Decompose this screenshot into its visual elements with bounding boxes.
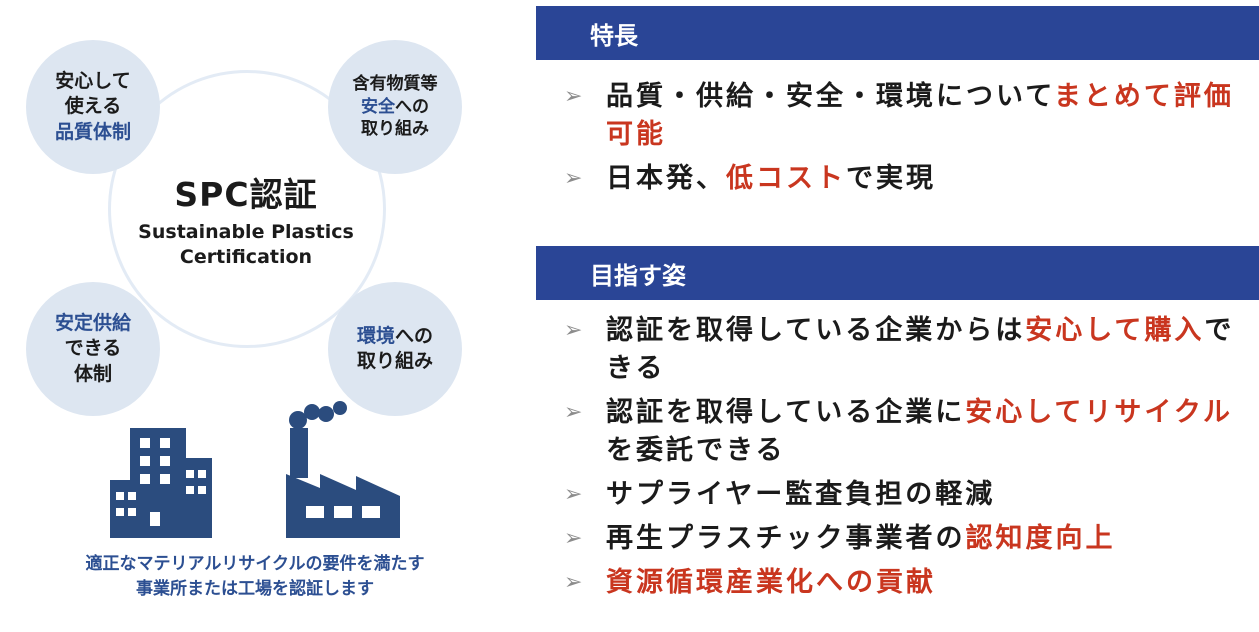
bubble-safety-highlight: 安全 bbox=[361, 96, 395, 117]
bubble-safety-line2: への bbox=[395, 96, 429, 117]
goal-highlight: 安心して購入 bbox=[1025, 315, 1205, 346]
feature-highlight: まとめて評価可能 bbox=[606, 81, 1234, 150]
spc-subtitle-line1: Sustainable Plastics bbox=[138, 221, 354, 243]
bullet-arrow-icon: ➢ bbox=[564, 570, 583, 595]
list-item: ➢ サプライヤー監査負担の軽減 bbox=[556, 476, 1246, 514]
bubble-quality-highlight: 品質体制 bbox=[54, 120, 131, 143]
bubble-supply-line1: 安定供給 bbox=[54, 312, 131, 335]
bullet-arrow-icon: ➢ bbox=[564, 318, 583, 343]
goal-highlight: 資源循環産業化への貢献 bbox=[606, 567, 936, 598]
goal-text: 認証を取得している企業からは bbox=[606, 315, 1026, 346]
list-item: ➢ 認証を取得している企業に安心してリサイクルを委託できる bbox=[556, 394, 1246, 470]
bullet-arrow-icon: ➢ bbox=[564, 400, 583, 425]
goals-list: ➢ 認証を取得している企業からは安心して購入できる ➢ 認証を取得している企業に… bbox=[556, 312, 1246, 608]
bullet-arrow-icon: ➢ bbox=[564, 526, 583, 551]
feature-highlight: 低コスト bbox=[726, 163, 846, 194]
connector-ring bbox=[108, 70, 386, 348]
bubble-environment: 環境への 取り組み bbox=[328, 282, 462, 416]
bullet-arrow-icon: ➢ bbox=[564, 166, 583, 191]
bubble-environment-line1: への bbox=[395, 324, 434, 347]
goal-text: 認証を取得している企業に bbox=[606, 397, 966, 428]
list-item: ➢ 資源循環産業化への貢献 bbox=[556, 564, 1246, 602]
diagram-caption: 適正なマテリアルリサイクルの要件を満たす 事業所または工場を認証します bbox=[0, 552, 510, 601]
bubble-supply: 安定供給 できる 体制 bbox=[26, 282, 160, 416]
list-item: ➢ 再生プラスチック事業者の認知度向上 bbox=[556, 520, 1246, 558]
goal-text: サプライヤー監査負担の軽減 bbox=[606, 479, 996, 510]
feature-text: 日本発、 bbox=[606, 163, 726, 194]
bubble-environment-highlight: 環境 bbox=[356, 324, 395, 347]
feature-text-after: で実現 bbox=[846, 163, 936, 194]
bubble-safety-line3: 取り組み bbox=[361, 119, 429, 140]
goal-text: 再生プラスチック事業者の bbox=[606, 523, 966, 554]
list-item: ➢ 日本発、低コストで実現 bbox=[556, 160, 1246, 198]
goal-highlight: 認知度向上 bbox=[965, 523, 1116, 554]
bubble-environment-line2: 取り組み bbox=[356, 350, 433, 372]
goal-text-after: を委託できる bbox=[606, 435, 786, 466]
caption-line2: 事業所または工場を認証します bbox=[136, 578, 374, 599]
caption-line1: 適正なマテリアルリサイクルの要件を満たす bbox=[85, 554, 425, 574]
bubble-safety: 含有物質等 安全への 取り組み bbox=[328, 40, 462, 174]
spc-diagram: 安心して 使える 品質体制 含有物質等 安全への 取り組み 安定供給 できる 体… bbox=[0, 0, 520, 632]
spc-subtitle-line2: Certification bbox=[179, 245, 313, 268]
bullet-arrow-icon: ➢ bbox=[564, 84, 583, 109]
bubble-supply-line3: 体制 bbox=[73, 362, 112, 385]
goal-text-after: できる bbox=[606, 315, 1235, 384]
spc-center-label: SPC認証 Sustainable Plastics Certification bbox=[96, 168, 396, 269]
bullet-arrow-icon: ➢ bbox=[564, 482, 583, 507]
bubble-quality-line2: 使える bbox=[64, 95, 122, 118]
bubble-safety-line1: 含有物質等 bbox=[352, 74, 438, 95]
list-item: ➢ 品質・供給・安全・環境についてまとめて評価可能 bbox=[556, 78, 1246, 154]
goals-heading: 目指す姿 bbox=[590, 261, 686, 290]
goals-heading-bar: 目指す姿 bbox=[536, 246, 1259, 300]
spc-title: SPC認証 bbox=[174, 175, 318, 214]
features-heading-bar: 特長 bbox=[536, 6, 1259, 60]
bubble-quality: 安心して 使える 品質体制 bbox=[26, 40, 160, 174]
office-building-icon bbox=[110, 401, 400, 538]
goal-highlight: 安心してリサイクル bbox=[965, 397, 1234, 428]
bubble-supply-line2: できる bbox=[64, 337, 122, 360]
features-list: ➢ 品質・供給・安全・環境についてまとめて評価可能 ➢ 日本発、低コストで実現 bbox=[556, 78, 1246, 204]
bubble-quality-line1: 安心して bbox=[55, 70, 131, 93]
features-heading: 特長 bbox=[590, 21, 638, 50]
feature-text: 品質・供給・安全・環境について bbox=[606, 81, 1054, 112]
list-item: ➢ 認証を取得している企業からは安心して購入できる bbox=[556, 312, 1246, 388]
